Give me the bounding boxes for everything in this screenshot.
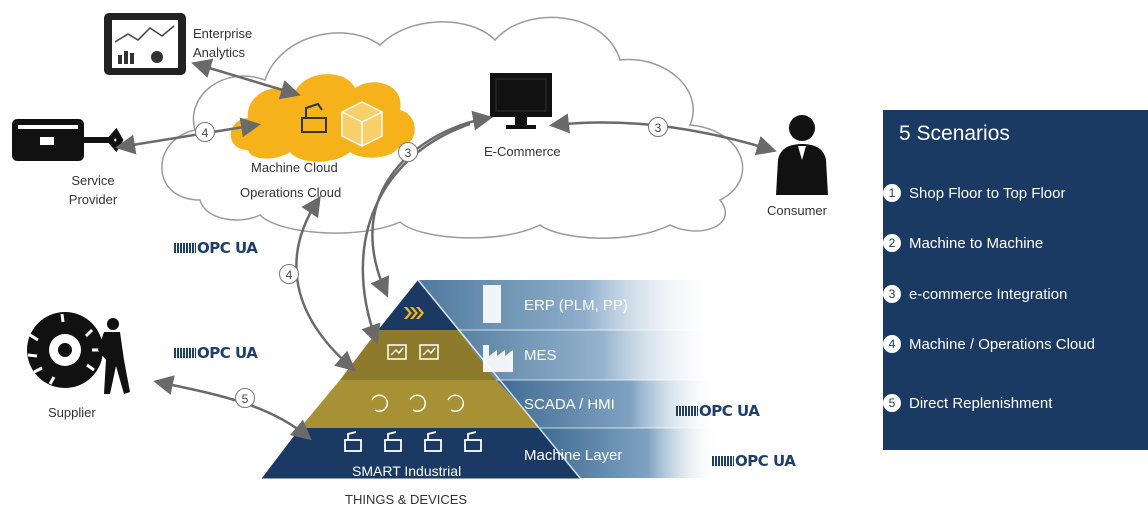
service-provider-label: Service Provider bbox=[68, 173, 118, 207]
machine-layer-label: Machine Layer bbox=[524, 447, 623, 464]
mes-label: MES bbox=[524, 347, 557, 364]
consumer-person-icon bbox=[776, 115, 828, 195]
factory-icon bbox=[483, 345, 513, 372]
pyramid-machine bbox=[262, 428, 580, 478]
scenario-number: 1 bbox=[883, 184, 901, 202]
scenario-circle-4-top: 4 bbox=[195, 122, 215, 142]
arrow-ecommerce-pyramid-b bbox=[361, 122, 471, 345]
opc-ua-logo-3: OPC UA bbox=[676, 402, 760, 420]
scenario-label: Machine to Machine bbox=[909, 235, 1044, 252]
scenario-number: 4 bbox=[883, 335, 901, 353]
scenario-circle-5: 5 bbox=[235, 388, 255, 408]
scada-label: SCADA / HMI bbox=[524, 396, 615, 413]
cycle-icons bbox=[371, 394, 464, 413]
robot-arm-icon bbox=[301, 102, 327, 133]
toolbox-wrench-icon bbox=[12, 119, 124, 161]
smart-industrial-label: SMART Industrial bbox=[352, 463, 462, 479]
arrow-supplier-pyramid bbox=[153, 375, 312, 441]
scada-band bbox=[496, 380, 720, 428]
opc-ua-logo-2: OPC UA bbox=[174, 344, 258, 362]
arrow-opscloud-pyramid bbox=[295, 195, 356, 372]
things-devices-label: THINGS & DEVICES bbox=[345, 492, 468, 507]
dashboard-icons bbox=[387, 344, 439, 360]
arrow-analytics-cloud bbox=[191, 58, 301, 100]
scenario-circle-4-mid: 4 bbox=[279, 264, 299, 284]
pyramid-top bbox=[378, 280, 458, 330]
opc-ua-logo-1: OPC UA bbox=[174, 239, 258, 257]
worker-icon bbox=[98, 318, 130, 394]
monitor-icon bbox=[490, 73, 552, 129]
machine-band bbox=[540, 428, 720, 478]
ecommerce-label: E-Commerce bbox=[484, 144, 561, 159]
scenario-label: Direct Replenishment bbox=[909, 395, 1053, 412]
scenario-number: 5 bbox=[883, 394, 901, 412]
erp-label: ERP (PLM, PP) bbox=[524, 297, 628, 314]
machine-icons bbox=[344, 431, 482, 452]
supplier-label: Supplier bbox=[48, 405, 96, 420]
scenarios-panel: 5 Scenarios 1 Shop Floor to Top Floor 2 … bbox=[883, 110, 1148, 450]
scenario-number: 3 bbox=[883, 285, 901, 303]
arrow-ecommerce-pyramid-a bbox=[370, 110, 493, 298]
opc-ua-logo-4: OPC UA bbox=[712, 452, 796, 470]
mes-band bbox=[458, 330, 720, 380]
scenario-circle-3-left: 3 bbox=[398, 142, 418, 162]
arrow-service-cloud bbox=[115, 117, 261, 155]
machine-cloud-label: Machine Cloud bbox=[251, 160, 338, 175]
scenario-label: Machine / Operations Cloud bbox=[909, 336, 1095, 353]
scenario-number: 2 bbox=[883, 234, 901, 252]
data-cube-icon bbox=[341, 101, 383, 147]
building-icon bbox=[483, 285, 501, 323]
tablet-analytics-icon bbox=[104, 13, 186, 75]
operations-cloud-label: Operations Cloud bbox=[240, 185, 342, 200]
scenarios-title: 5 Scenarios bbox=[899, 122, 1010, 145]
scenario-label: e-commerce Integration bbox=[909, 286, 1068, 303]
pyramid-scada bbox=[300, 380, 540, 428]
scenario-circle-3-right: 3 bbox=[648, 117, 668, 137]
chevrons-icon bbox=[404, 307, 424, 319]
supplier-tire-icon bbox=[27, 312, 103, 388]
enterprise-analytics-label: Enterprise Analytics bbox=[193, 26, 253, 60]
scenario-label: Shop Floor to Top Floor bbox=[909, 185, 1066, 202]
consumer-label: Consumer bbox=[767, 203, 827, 218]
